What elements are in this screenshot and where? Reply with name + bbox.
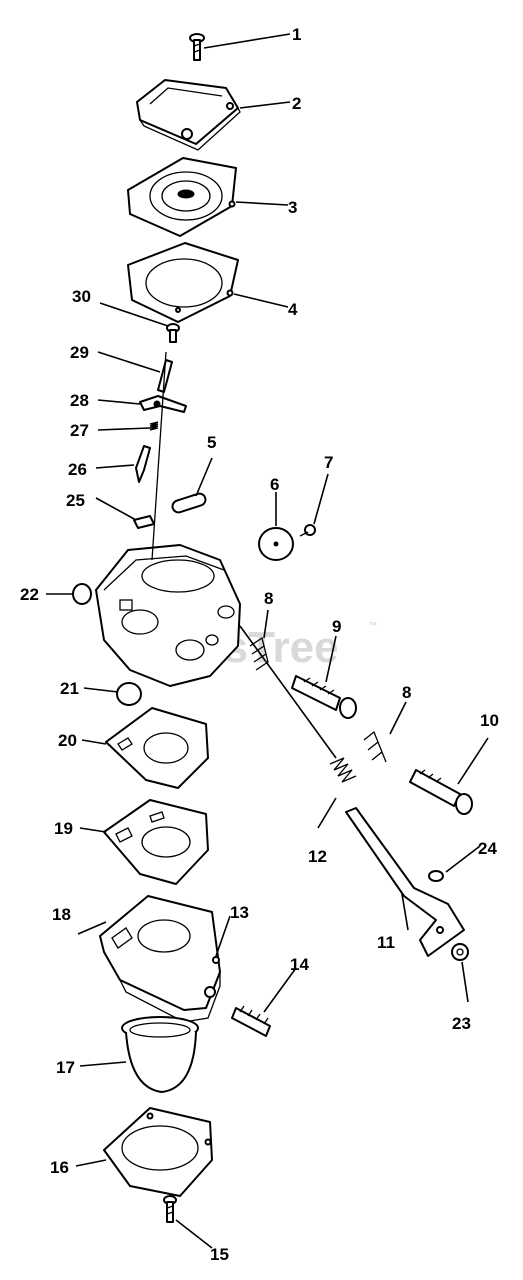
- callout-2: 2: [292, 94, 301, 113]
- part-26-needle: [135, 445, 151, 483]
- callout-22: 22: [20, 585, 39, 604]
- callout-9: 9: [332, 617, 341, 636]
- callout-17: 17: [56, 1058, 75, 1077]
- callout-12: 12: [308, 847, 327, 866]
- callout-3: 3: [288, 198, 297, 217]
- callout-7: 7: [324, 453, 333, 472]
- callout-25: 25: [66, 491, 85, 510]
- callout-13: 13: [230, 903, 249, 922]
- part-27-spring: [149, 421, 159, 431]
- callout-14: 14: [290, 955, 309, 974]
- callout-24: 24: [478, 839, 497, 858]
- part-3-diaphragm: [127, 157, 237, 237]
- part-23-nut: [451, 943, 469, 961]
- part-30-screw: [166, 323, 180, 343]
- carburetor-body: [95, 351, 241, 687]
- part-19-gasket: [103, 799, 209, 885]
- part-1-screw: [189, 33, 205, 61]
- leader-lines: [46, 33, 489, 1249]
- part-9-adjusting-screw: [291, 675, 357, 719]
- part-5-plug: [171, 492, 207, 514]
- callout-5: 5: [207, 433, 216, 452]
- part-18-pump-body: [99, 895, 221, 1023]
- callout-26: 26: [68, 460, 87, 479]
- part-24-screw: [428, 870, 444, 882]
- callout-6: 6: [270, 475, 279, 494]
- callout-numbers: 1 2 3 4 5 6 7 8 8 9 10 11 12 13 14 15 16…: [20, 25, 499, 1264]
- part-21-cap: [116, 682, 142, 706]
- part-16-plate: [103, 1107, 213, 1197]
- callout-30: 30: [72, 287, 91, 306]
- part-11-throttle-shaft: [239, 625, 465, 957]
- callout-8-upper: 8: [264, 589, 273, 608]
- part-7-screw: [299, 524, 316, 537]
- part-4-gasket: [127, 242, 239, 323]
- callout-1: 1: [292, 25, 301, 44]
- part-8-spring-lower: [363, 730, 387, 763]
- callout-20: 20: [58, 731, 77, 750]
- watermark-trademark: ™: [368, 620, 377, 630]
- part-6-throttle-disc: [258, 527, 294, 561]
- part-12-spring: [329, 757, 357, 783]
- part-2-cover: [136, 79, 241, 151]
- part-17-primer-bulb: [121, 1016, 199, 1093]
- part-8-spring-upper: [249, 636, 269, 671]
- callout-15: 15: [210, 1245, 229, 1264]
- part-10-adjusting-screw: [409, 769, 473, 815]
- part-22-plug: [72, 583, 92, 605]
- callout-23: 23: [452, 1014, 471, 1033]
- part-14-screw: [231, 1005, 271, 1037]
- part-20-gasket: [105, 707, 209, 789]
- callout-27: 27: [70, 421, 89, 440]
- callout-16: 16: [50, 1158, 69, 1177]
- callout-18: 18: [52, 905, 71, 924]
- callout-11: 11: [377, 933, 395, 952]
- callout-19: 19: [54, 819, 73, 838]
- callout-29: 29: [70, 343, 89, 362]
- callout-10: 10: [480, 711, 499, 730]
- callout-28: 28: [70, 391, 89, 410]
- callout-4: 4: [288, 300, 298, 319]
- part-15-screw: [163, 1195, 177, 1223]
- callout-21: 21: [60, 679, 79, 698]
- part-25-clip: [133, 515, 155, 529]
- callout-8-lower: 8: [402, 683, 411, 702]
